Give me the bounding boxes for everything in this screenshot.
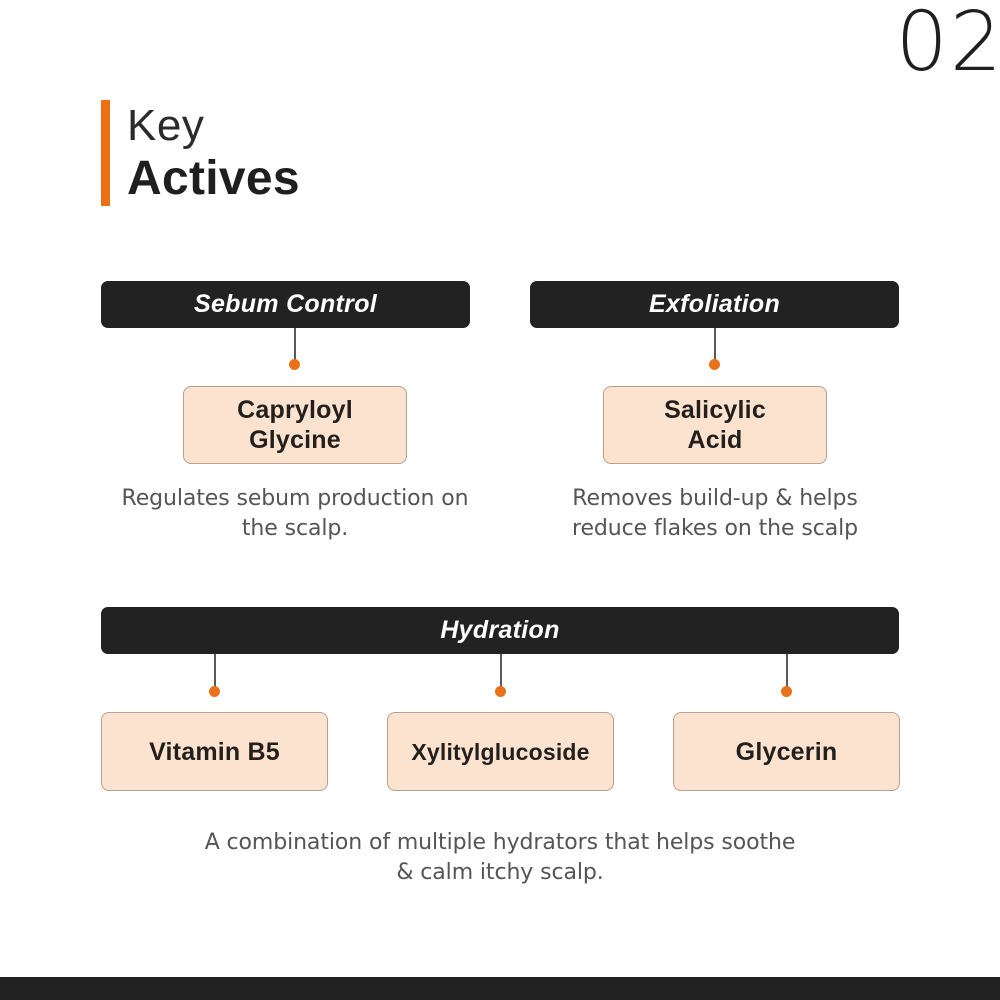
title-line-2: Actives <box>127 152 300 205</box>
connector-line-xylitylglucoside <box>500 654 502 687</box>
category-label: Exfoliation <box>648 290 781 318</box>
connector-line-sebum <box>294 328 296 360</box>
category-label: Sebum Control <box>193 290 378 318</box>
category-bar-exfoliation: Exfoliation <box>530 281 899 328</box>
page-title: Key Actives <box>101 100 300 206</box>
ingredient-box-vitamin-b5: Vitamin B5 <box>101 712 328 791</box>
connector-dot-sebum <box>289 359 300 370</box>
title-text-group: Key Actives <box>127 100 300 206</box>
footer-band <box>0 977 1000 1000</box>
description-exfoliation: Removes build-up & helps reduce flakes o… <box>572 486 858 541</box>
category-bar-hydration: Hydration <box>101 607 899 654</box>
connector-line-glycerin <box>786 654 788 687</box>
ingredient-label: Xylitylglucoside <box>411 738 590 765</box>
category-label: Hydration <box>440 616 560 644</box>
connector-line-vitamin-b5 <box>214 654 216 687</box>
connector-dot-vitamin-b5 <box>209 686 220 697</box>
title-accent-bar <box>101 100 110 206</box>
ingredient-box-glycerin: Glycerin <box>673 712 900 791</box>
ingredient-box-xylitylglucoside: Xylitylglucoside <box>387 712 614 791</box>
description-sebum-control: Regulates sebum production on the scalp. <box>121 486 469 541</box>
title-line-1: Key <box>127 101 205 150</box>
connector-dot-glycerin <box>781 686 792 697</box>
ingredient-label: Glycerin <box>735 737 838 766</box>
category-bar-sebum-control: Sebum Control <box>101 281 470 328</box>
ingredient-label: Vitamin B5 <box>149 737 280 766</box>
connector-dot-xylitylglucoside <box>495 686 506 697</box>
description-hydration: A combination of multiple hydrators that… <box>204 830 796 885</box>
connector-line-exfoliation <box>714 328 716 360</box>
page-number: 02 <box>895 0 1000 90</box>
connector-dot-exfoliation <box>709 359 720 370</box>
